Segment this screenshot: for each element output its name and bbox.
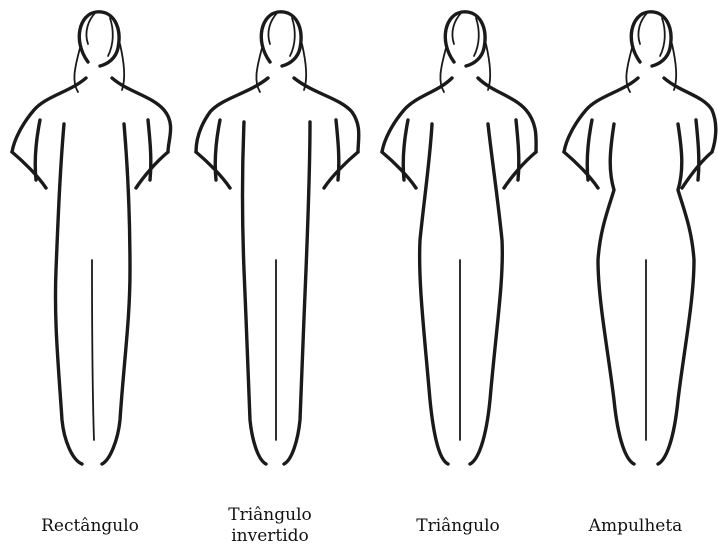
- figure-torso: [382, 78, 536, 464]
- figure-torso: [196, 78, 359, 464]
- figure-triangle: [382, 12, 536, 464]
- figure-hourglass: [564, 12, 716, 464]
- figure-torso: [12, 78, 171, 464]
- label-triangle: Triângulo: [378, 516, 538, 537]
- label-hourglass: Ampulheta: [558, 516, 713, 537]
- figure-inverted-triangle: [196, 12, 359, 464]
- label-inverted-triangle: Triângulo invertido: [190, 505, 350, 547]
- figure-torso: [564, 78, 716, 464]
- figure-rectangle: [12, 12, 171, 464]
- label-rectangle: Rectângulo: [10, 516, 170, 537]
